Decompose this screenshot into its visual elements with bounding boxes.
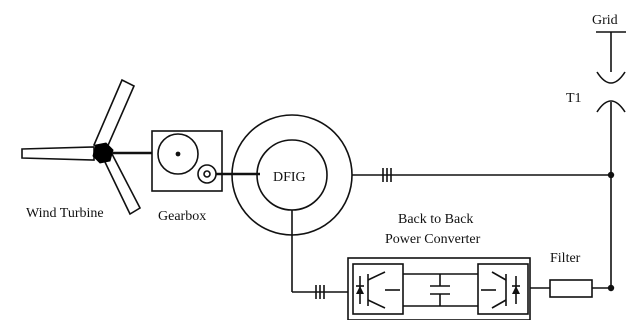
transformer-secondary-winding [596,100,626,113]
gearbox-small-gear [197,164,217,184]
rotor-side-converter [352,263,404,315]
gearbox-label: Gearbox [158,209,206,224]
rotor-feeder [291,210,348,299]
transformer-label: T1 [566,91,582,106]
stator-junction-node [607,171,615,179]
stator-feeder [352,168,615,182]
wind-turbine: Wind Turbine [21,78,142,221]
grid-side-igbt-symbol [481,271,520,309]
filter: Filter [530,251,615,298]
gearbox: Gearbox [151,130,223,224]
turbine-blade-left [21,146,95,161]
grid-side-converter [477,263,529,315]
gearbox-housing [151,130,223,192]
transformer-primary-winding [596,71,626,84]
filter-element [549,279,593,298]
turbine-blade-upper [92,78,136,152]
transformer-t1: T1 [566,71,626,288]
gearbox-large-gear [157,133,199,175]
grid-connection: Grid [592,13,626,72]
converter-label-line1: Back to Back [398,212,473,227]
turbine-blade-lower [102,152,142,216]
converter-enclosure [347,257,531,320]
grid-label: Grid [592,13,618,28]
turbine-hub [92,142,114,164]
filter-junction-node [607,284,615,292]
back-to-back-converter: Back to Back Power Converter [347,212,531,320]
filter-label: Filter [550,251,581,266]
dfig-label: DFIG [273,170,306,185]
converter-label-line2: Power Converter [385,232,481,247]
rotor-side-igbt-symbol [356,271,400,309]
wind-turbine-label: Wind Turbine [26,206,104,221]
gearbox-small-gear-axle [203,170,211,178]
dc-link-capacitor [403,273,478,307]
gearbox-large-gear-axle [175,151,181,157]
